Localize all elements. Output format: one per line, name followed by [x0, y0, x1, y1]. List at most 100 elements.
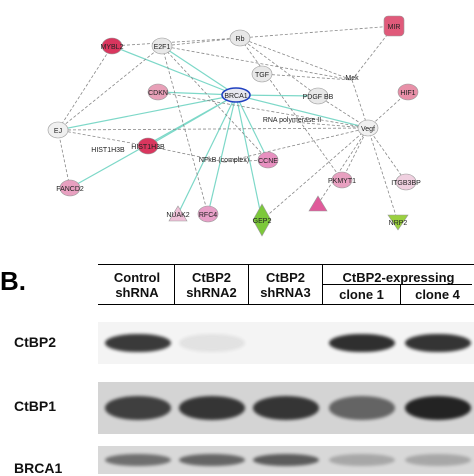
network-node-label: ITGB3BP	[391, 180, 421, 187]
clone-label-1: clone 1	[339, 287, 384, 302]
network-node-shape	[331, 171, 353, 189]
network-edge	[157, 91, 369, 129]
network-node-nuak2: NUAK2	[166, 205, 190, 222]
network-edge	[161, 45, 269, 161]
network-edge	[235, 94, 369, 129]
network-edge	[367, 91, 409, 129]
network-node-label: EJ	[54, 128, 62, 135]
network-node-shape	[197, 205, 219, 223]
network-edge	[367, 127, 407, 183]
network-node-label: E2F1	[154, 44, 171, 51]
header-top-line	[98, 264, 474, 265]
network-edge	[341, 127, 369, 181]
network-node-shape	[229, 29, 251, 47]
lane-label-line2: shRNA3	[260, 285, 311, 300]
network-node-label: HIST1H3B	[91, 147, 125, 154]
network-node-label: GEP2	[253, 218, 272, 225]
network-node-label: TGF	[255, 72, 269, 79]
blot-strip-ctbp2	[98, 322, 474, 364]
blot-band	[329, 333, 395, 353]
network-node-label: HIST1H3B	[131, 144, 165, 151]
network-node-label: HIF1	[400, 90, 415, 97]
network-node-label: PDGF BB	[303, 94, 334, 101]
network-edge	[161, 45, 353, 81]
network-node-hist: HIST1H3B	[131, 137, 165, 155]
network-node-label: NFkB (complex)	[199, 157, 249, 164]
blot-band	[105, 453, 171, 467]
blot-band	[253, 453, 319, 467]
lane-label-line1: Control	[113, 270, 161, 285]
network-node-shape	[47, 121, 69, 139]
lane-label-line1: CtBP2	[191, 270, 231, 285]
network-node-itgb3bp: ITGB3BP	[391, 173, 421, 191]
network-node-rb: Rb	[229, 29, 251, 47]
network-node-shape	[147, 83, 169, 101]
network-node-label: CDKN	[148, 90, 168, 97]
network-node-mek: Mek	[345, 75, 359, 82]
network-edge	[177, 94, 237, 215]
network-edge	[239, 25, 395, 39]
network-node-label: RNA polymerase II	[263, 117, 321, 124]
network-node-fancd2: FANCD2	[56, 179, 84, 197]
network-node-gep2: GEP2	[252, 203, 272, 237]
network-node-shape	[357, 119, 379, 137]
network-node-rfc4: RFC4	[197, 205, 219, 223]
network-node-shape	[137, 137, 159, 155]
network-node-shape	[387, 214, 409, 231]
lane-label-line1: CtBP2	[265, 270, 305, 285]
clone-label-4: clone 4	[415, 287, 460, 302]
expressing-underline	[322, 284, 472, 285]
network-node-shape	[383, 15, 405, 37]
blot-band	[405, 453, 471, 467]
network-edge	[261, 127, 369, 221]
network-node-shape	[101, 37, 123, 55]
network-node-shape	[168, 205, 188, 222]
lane-label-line2: shRNA2	[186, 285, 237, 300]
blot-band	[179, 396, 245, 420]
network-node-vegf: Vegf	[357, 119, 379, 137]
row-label-ctbp2: CtBP2	[14, 334, 57, 350]
network-node-label: PKMYT1	[328, 178, 356, 185]
network-node-shape	[151, 37, 173, 55]
network-node-nrp2: NRP2	[387, 214, 409, 231]
network-node-shape	[251, 65, 273, 83]
network-edge	[111, 45, 237, 96]
lane-label-line2: shRNA	[115, 285, 159, 300]
network-node-histlabel: HIST1H3B	[91, 147, 125, 154]
network-edges	[57, 25, 409, 223]
blot-band	[329, 453, 395, 467]
expressing-header: CtBP2-expressing	[342, 270, 455, 285]
network-node-label: FANCD2	[56, 186, 84, 193]
network-node-label: NUAK2	[166, 212, 189, 219]
row-label-brca1: BRCA1	[14, 460, 63, 476]
network-node-shape	[395, 173, 417, 191]
panel-b-letter: B.	[0, 266, 26, 296]
blot-band	[179, 333, 245, 353]
network-node-label: Vegf	[361, 126, 375, 133]
network-edge	[57, 127, 369, 131]
network-edge	[161, 37, 241, 47]
network-edge	[57, 129, 71, 189]
lane-divider-3	[322, 264, 323, 304]
network-edge	[161, 45, 209, 215]
header-bottom-line	[98, 304, 474, 305]
network-node-label: NRP2	[389, 220, 408, 227]
network-node-label: Mek	[345, 75, 359, 82]
lane-label-shrna3: CtBP2 shRNA3	[249, 270, 322, 300]
network-node-label: RFC4	[199, 212, 217, 219]
blot-band	[329, 396, 395, 420]
network-edge	[207, 94, 237, 215]
blot-band	[405, 333, 471, 353]
network-node-shape	[257, 151, 279, 169]
network-node-label: MYBL2	[101, 44, 124, 51]
network-node-label: CCNE	[258, 158, 278, 165]
network-node-rnapol: RNA polymerase II	[263, 117, 321, 124]
network-node-cdkn1: CDKN	[147, 83, 169, 101]
network-node-label: BRCA1	[224, 93, 247, 100]
network-node-label: MIR	[388, 24, 401, 31]
network-node-tri1	[308, 195, 328, 212]
lane-divider-1	[174, 264, 175, 304]
network-node-hif1: HIF1	[397, 83, 419, 101]
blot-strip-brca1	[98, 446, 474, 474]
network-edge	[57, 45, 163, 131]
